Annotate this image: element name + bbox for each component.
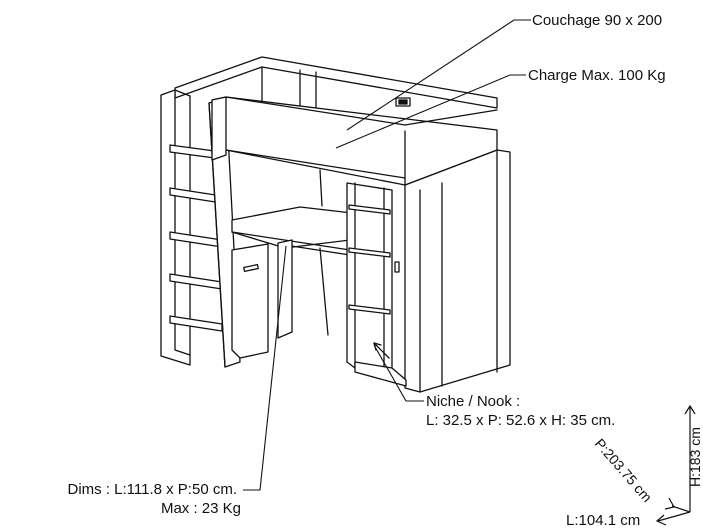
label-max-load: Charge Max. 100 Kg: [528, 67, 666, 84]
length-arrowhead: [655, 514, 667, 526]
length-axis: [657, 511, 691, 522]
label-desk-max: Max : 23 Kg: [160, 500, 241, 517]
side-cabinet: [231, 243, 269, 359]
leader-sleeping: [346, 19, 531, 131]
shelf-column: [346, 182, 407, 387]
wardrobe-unit: [394, 149, 511, 393]
label-nook-dims: L: 32.5 x P: 52.6 x H: 35 cm.: [426, 412, 616, 429]
leader-desk: [243, 245, 287, 491]
depth-arrowhead: [664, 497, 675, 510]
desk-leg: [277, 169, 329, 339]
leader-nook: [373, 344, 424, 402]
nook-arrow: [373, 342, 390, 359]
label-sleeping: Couchage 90 x 200: [532, 12, 663, 29]
leader-max-load: [335, 74, 526, 149]
height-arrowhead: [684, 404, 696, 415]
label-nook-title: Niche / Nook :: [426, 393, 521, 410]
label-desk-dims: Dims : L:111.8 x P:50 cm.: [67, 481, 237, 498]
depth-axis: [671, 505, 691, 513]
bed-guard-rail: [211, 96, 498, 186]
label-height: H:183 cm: [687, 427, 703, 487]
label-length: L:104.1 cm: [566, 512, 641, 529]
